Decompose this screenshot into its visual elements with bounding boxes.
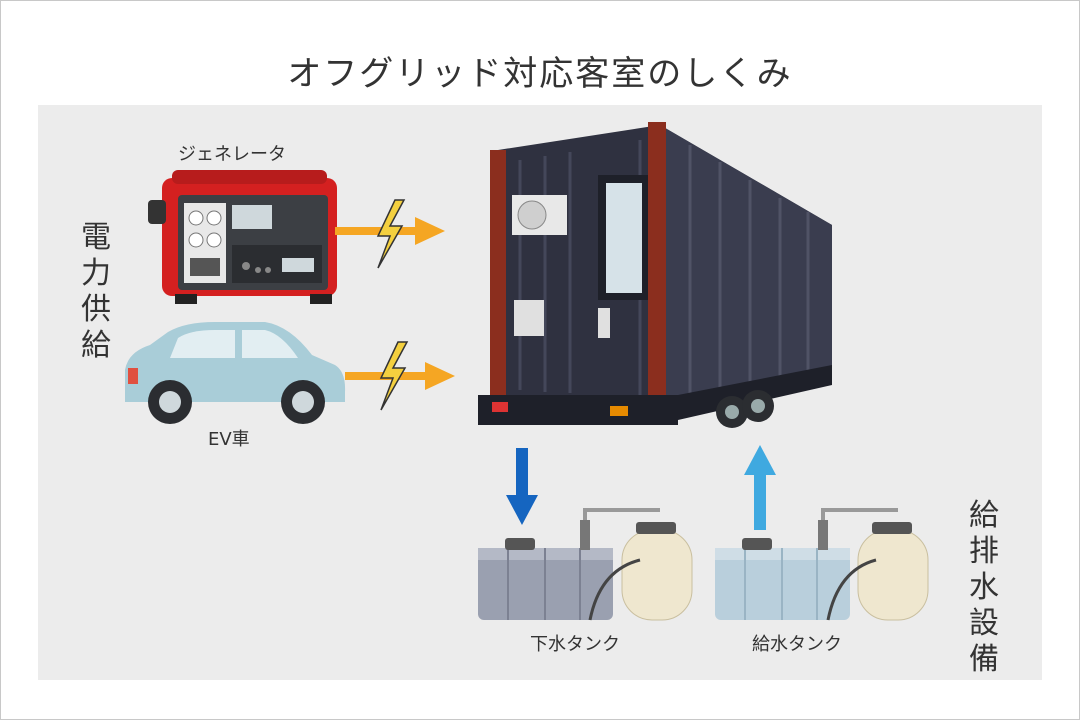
sewage-tank-icon <box>478 508 693 621</box>
power-arrow-top <box>335 217 445 245</box>
water-facilities-label: 給排水設備 <box>969 498 999 677</box>
page-title: オフグリッド対応客室のしくみ <box>287 54 793 94</box>
container-room-icon <box>478 122 832 428</box>
ev-car-icon <box>125 322 346 424</box>
power-supply-label: 電力供給 <box>81 220 111 363</box>
lightning-icon-top <box>376 199 406 269</box>
generator-label: ジェネレータ <box>178 144 286 165</box>
supply-tank-icon <box>715 508 929 621</box>
drain-down-arrow <box>506 448 538 525</box>
sewage-tank-label: 下水タンク <box>530 634 620 655</box>
supply-tank-label: 給水タンク <box>752 634 842 655</box>
lightning-icon-bottom <box>379 341 409 411</box>
generator-icon <box>148 170 337 304</box>
supply-up-arrow <box>744 445 776 530</box>
ev-label: EV車 <box>208 429 250 450</box>
